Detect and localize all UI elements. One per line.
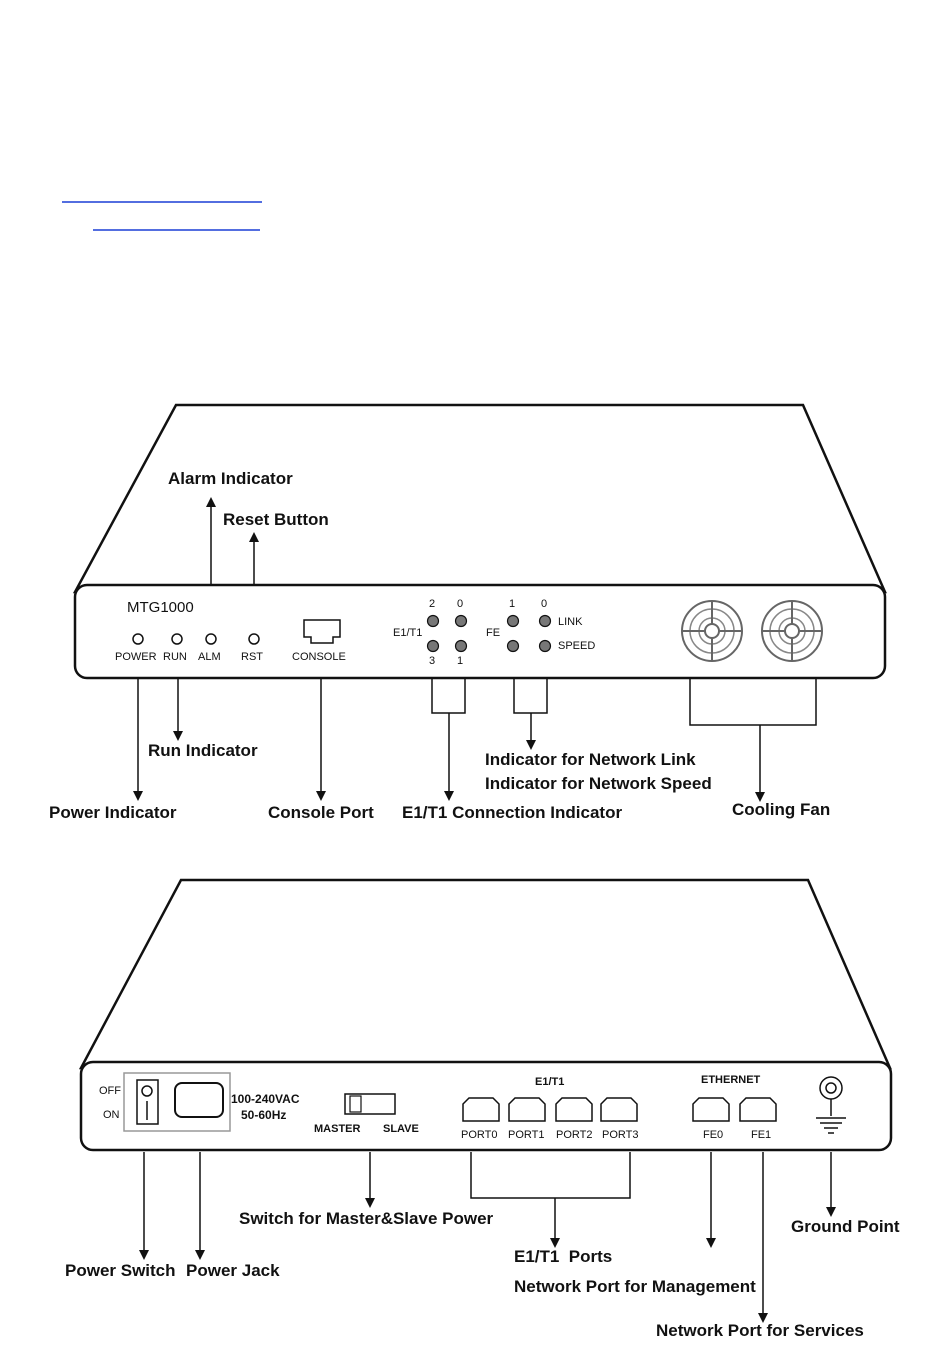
network-management-callout: Network Port for Management <box>514 1277 756 1296</box>
port1-jack <box>508 1097 546 1122</box>
switch-master-slave-callout: Switch for Master&Slave Power <box>239 1209 494 1228</box>
front-panel <box>73 583 887 680</box>
ground-point-callout: Ground Point <box>791 1217 900 1236</box>
run-led-label: RUN <box>163 651 187 663</box>
power-indicator-callout: Power Indicator <box>49 803 177 822</box>
power-led <box>132 633 144 645</box>
port2-jack <box>555 1097 593 1122</box>
power-led-label: POWER <box>115 651 157 663</box>
port0-label: PORT0 <box>461 1129 497 1141</box>
fe-led-1-speed <box>506 639 520 653</box>
ground-icon <box>816 1076 846 1134</box>
alarm-indicator-callout: Alarm Indicator <box>168 469 293 488</box>
fe-led-0-link <box>538 614 552 628</box>
speed-label: SPEED <box>558 640 595 652</box>
cooling-fan-left <box>681 600 743 662</box>
fe0-label: FE0 <box>703 1129 723 1141</box>
e1t1-num-0: 0 <box>457 598 463 610</box>
power-switch-off-mark <box>141 1085 153 1097</box>
console-port <box>303 619 341 644</box>
network-speed-callout: Indicator for Network Speed <box>485 774 712 793</box>
fe-num-0: 0 <box>541 598 547 610</box>
link-label: LINK <box>558 616 583 628</box>
slave-label: SLAVE <box>383 1123 419 1135</box>
fe-led-0-speed <box>538 639 552 653</box>
fe-bracket <box>513 679 548 714</box>
network-link-callout: Indicator for Network Link <box>485 750 696 769</box>
e1t1-led-2 <box>426 614 440 628</box>
power-jack-callout: Power Jack <box>186 1261 280 1280</box>
console-label: CONSOLE <box>292 651 346 663</box>
master-slave-slider <box>349 1095 362 1113</box>
fe0-jack <box>692 1097 730 1122</box>
fan-bracket <box>689 679 817 726</box>
fe1-jack <box>739 1097 777 1122</box>
e1t1-connection-callout: E1/T1 Connection Indicator <box>402 803 622 822</box>
fe-led-label: FE <box>486 627 500 639</box>
e1t1-ports-label: E1/T1 <box>535 1076 564 1088</box>
model-label: MTG1000 <box>127 599 194 616</box>
cooling-fan-right <box>761 600 823 662</box>
reset-button-callout: Reset Button <box>223 510 329 529</box>
switch-on-label: ON <box>103 1109 120 1121</box>
e1t1-led-label: E1/T1 <box>393 627 422 639</box>
run-led <box>171 633 183 645</box>
master-label: MASTER <box>314 1123 361 1135</box>
port1-label: PORT1 <box>508 1129 544 1141</box>
e1t1-led-1 <box>454 639 468 653</box>
e1t1-num-1: 1 <box>457 655 463 667</box>
switch-off-label: OFF <box>99 1085 121 1097</box>
e1t1-ports-bracket <box>470 1152 631 1199</box>
e1t1-led-3 <box>426 639 440 653</box>
e1t1-num-3: 3 <box>429 655 435 667</box>
port2-label: PORT2 <box>556 1129 592 1141</box>
alm-led <box>205 633 217 645</box>
rst-button <box>248 633 260 645</box>
console-port-callout: Console Port <box>268 803 374 822</box>
run-indicator-callout: Run Indicator <box>148 741 258 760</box>
e1t1-ports-callout: E1/T1 Ports <box>514 1247 612 1266</box>
ethernet-label: ETHERNET <box>701 1074 761 1086</box>
voltage-label: 100-240VAC <box>231 1092 300 1106</box>
rear-chassis-top <box>78 878 892 1070</box>
fe1-label: FE1 <box>751 1129 771 1141</box>
e1t1-bracket <box>431 679 466 714</box>
cooling-fan-callout: Cooling Fan <box>732 800 830 819</box>
e1t1-num-2: 2 <box>429 598 435 610</box>
e1t1-led-0 <box>454 614 468 628</box>
power-jack <box>174 1082 224 1118</box>
port3-label: PORT3 <box>602 1129 638 1141</box>
front-view: MTG1000 POWER RUN ALM RST CONSOLE E1/T1 … <box>49 403 887 822</box>
port0-jack <box>462 1097 500 1122</box>
fe-num-1: 1 <box>509 598 515 610</box>
rst-label: RST <box>241 651 263 663</box>
port3-jack <box>600 1097 638 1122</box>
network-services-callout: Network Port for Services <box>656 1321 864 1340</box>
front-chassis-top <box>72 403 887 594</box>
alm-led-label: ALM <box>198 651 221 663</box>
frequency-label: 50-60Hz <box>241 1108 286 1122</box>
power-switch-callout: Power Switch <box>65 1261 176 1280</box>
rear-view: OFF ON 100-240VAC 50-60Hz MASTER SLAVE E… <box>65 878 900 1340</box>
fe-led-1-link <box>506 614 520 628</box>
